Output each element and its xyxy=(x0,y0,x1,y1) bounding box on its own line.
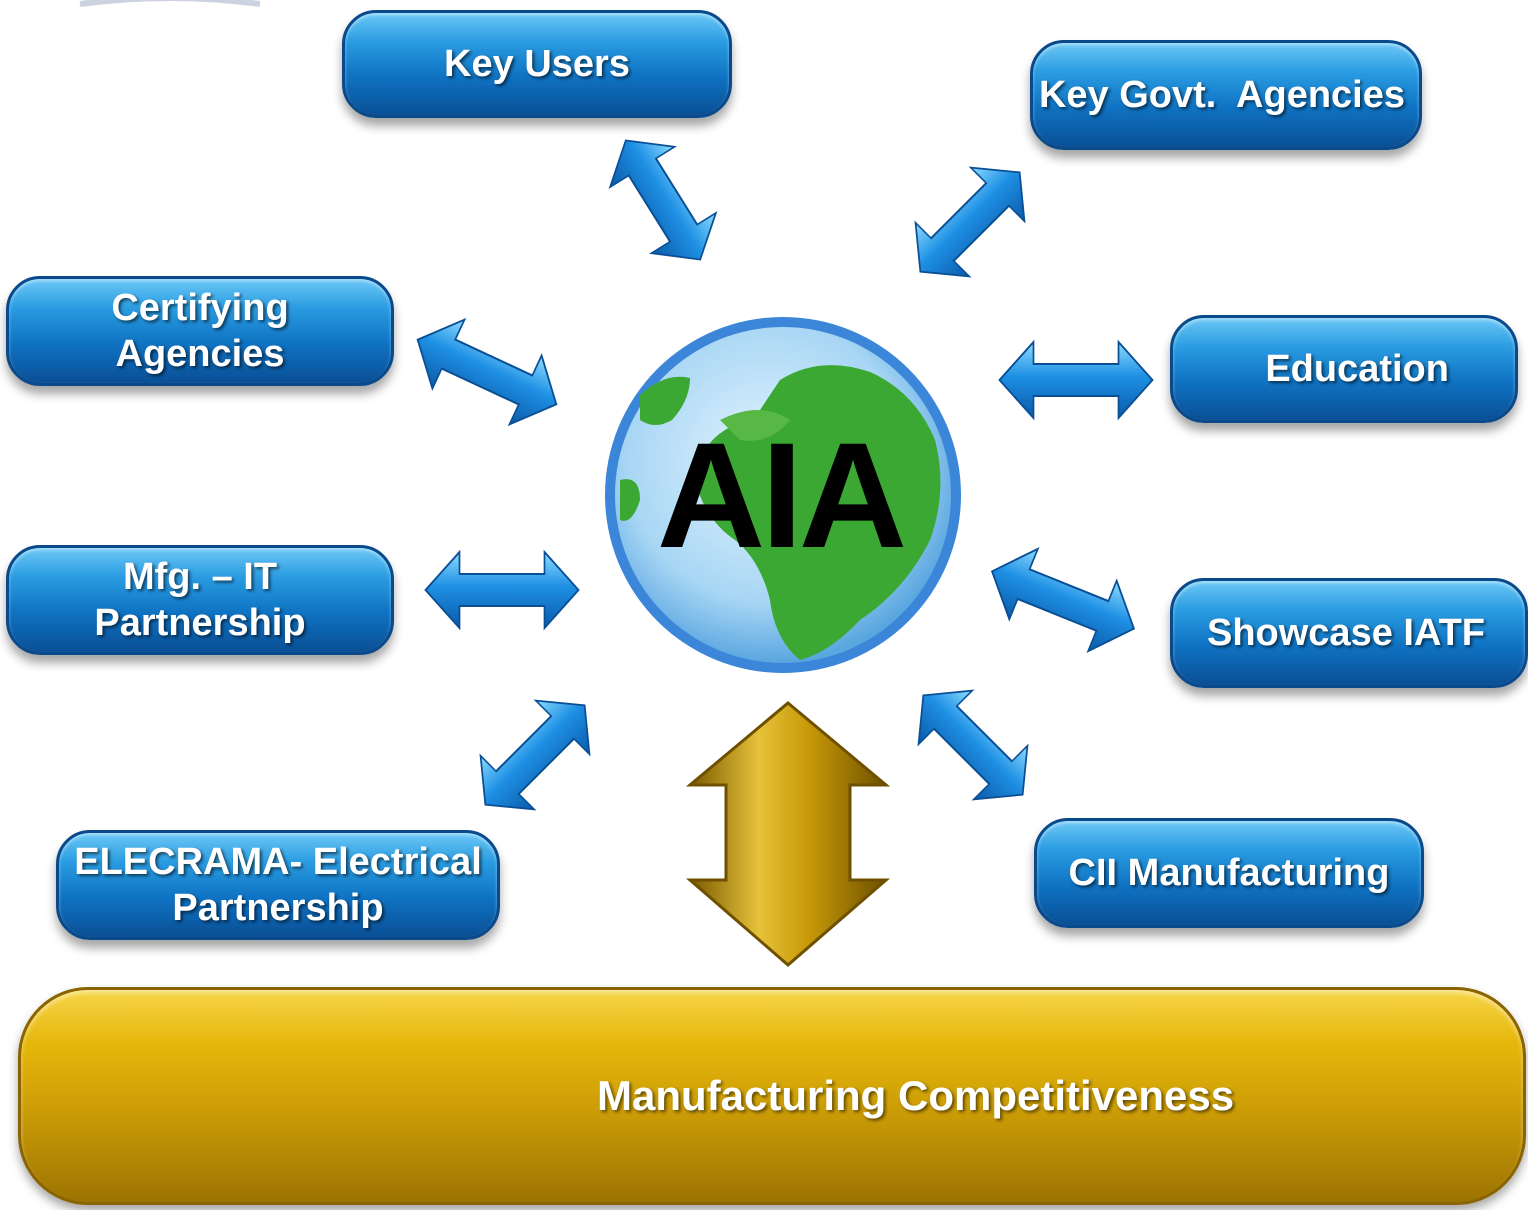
node-education-label: Education xyxy=(1265,348,1449,390)
arrow-elecrama xyxy=(457,677,613,833)
globe-icon xyxy=(605,317,961,673)
node-key-govt-label: Key Govt. Agencies xyxy=(1038,74,1405,116)
node-mfg-it-partnership: Mfg. – IT Partnership xyxy=(6,545,394,655)
arrow-certifying xyxy=(400,304,574,440)
node-elecrama-partnership: ELECRAMA- Electrical Partnership xyxy=(56,830,500,940)
node-elecrama-label-line2: Partnership xyxy=(172,887,384,929)
arrow-key-users xyxy=(592,119,734,281)
arrow-cii xyxy=(895,667,1051,823)
node-key-govt-agencies: Key Govt. Agencies xyxy=(1030,40,1422,150)
corner-logo xyxy=(70,0,270,12)
node-mfg-it-label-line1: Mfg. – IT xyxy=(122,556,278,598)
node-certifying-agencies: Certifying Agencies xyxy=(6,276,394,386)
node-showcase-label: Showcase IATF xyxy=(1206,612,1485,654)
node-certifying-label-line1: Certifying xyxy=(111,287,289,329)
node-showcase-iatf: Showcase IATF xyxy=(1170,578,1528,688)
gold-vertical-arrow xyxy=(685,701,891,967)
arrow-mfg-it xyxy=(424,551,580,629)
node-cii-label: CII Manufacturing xyxy=(1068,852,1390,894)
node-certifying-label-line2: Agencies xyxy=(115,333,285,375)
logo-fragment-icon xyxy=(79,0,261,7)
node-cii-manufacturing: CII Manufacturing xyxy=(1034,818,1424,928)
center-label: AIA xyxy=(656,411,907,579)
base-label: Manufacturing Competitiveness xyxy=(597,1072,1235,1119)
arrow-education xyxy=(998,341,1154,419)
node-education: Education xyxy=(1170,315,1518,423)
base-manufacturing-competitiveness: Manufacturing Competitiveness xyxy=(18,987,1526,1205)
node-key-users-label: Key Users xyxy=(444,43,630,85)
arrow-key-govt xyxy=(892,144,1048,300)
arrow-showcase xyxy=(976,535,1150,665)
node-mfg-it-label-line2: Partnership xyxy=(94,602,306,644)
node-elecrama-label-line1: ELECRAMA- Electrical xyxy=(74,841,482,883)
node-key-users: Key Users xyxy=(342,10,732,118)
